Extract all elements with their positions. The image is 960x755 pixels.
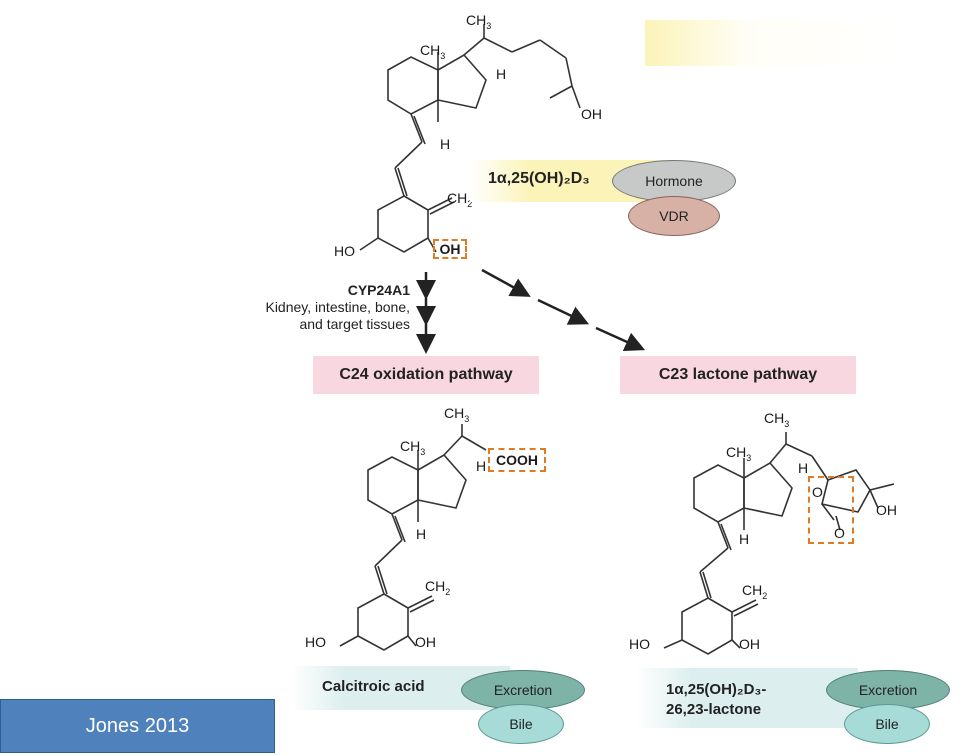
right-oh-right: OH — [739, 636, 760, 652]
parent-ch3-ring: CH3 — [420, 42, 446, 61]
left-h-ring: H — [476, 458, 487, 474]
right-bile-label: Bile — [875, 716, 899, 732]
parent-ch3-side: CH3 — [466, 12, 492, 31]
left-ch3-ring: CH3 — [400, 438, 426, 457]
parent-oh-terminal: OH — [581, 106, 602, 122]
parent-ch2: CH2 — [447, 190, 473, 209]
parent-h-ring: H — [496, 66, 507, 82]
left-cooh-label: COOH — [496, 452, 538, 468]
left-cooh-highlight: COOH — [488, 448, 546, 472]
vdr-ellipse: VDR — [628, 196, 720, 236]
enzyme-block: CYP24A1 Kidney, intestine, bone, and tar… — [205, 282, 410, 333]
right-fate-band — [636, 668, 858, 728]
right-bile-ellipse: Bile — [844, 704, 930, 744]
hormone-ellipse: Hormone — [612, 160, 736, 202]
right-excretion-label: Excretion — [858, 682, 918, 698]
right-o-carbonyl: O — [834, 525, 845, 541]
enzyme-name: CYP24A1 — [347, 282, 410, 298]
left-ho-left: HO — [305, 634, 326, 650]
hormone-label: Hormone — [645, 173, 703, 189]
right-ch3-side: CH3 — [764, 410, 790, 429]
right-product-name-2: 26,23-lactone — [666, 701, 762, 718]
pathway-left: C24 oxidation pathway — [313, 356, 539, 394]
vdr-label: VDR — [659, 208, 689, 224]
right-ch2: CH2 — [742, 582, 768, 601]
right-oh: OH — [876, 502, 897, 518]
parent-ho-left: HO — [334, 243, 355, 259]
pathway-right: C23 lactone pathway — [620, 356, 856, 394]
enzyme-tissues-1: Kidney, intestine, bone, — [265, 299, 410, 315]
right-lactone-highlight — [808, 476, 854, 544]
left-excretion-label: Excretion — [493, 682, 553, 698]
right-product-name-1: 1α,25(OH)₂D₃- — [666, 681, 767, 698]
right-ch3-ring: CH3 — [726, 444, 752, 463]
left-ch2: CH2 — [425, 578, 451, 597]
left-bile-label: Bile — [509, 716, 533, 732]
left-ch3-side: CH3 — [444, 405, 470, 424]
right-o-ring: O — [812, 484, 823, 500]
parent-h-bottom: H — [440, 136, 451, 152]
enzyme-tissues-2: and target tissues — [299, 316, 410, 332]
parent-oh-label: OH — [439, 241, 461, 257]
right-ho-left: HO — [629, 636, 650, 652]
hormone-name: 1α,25(OH)₂D₃ — [488, 170, 590, 187]
top-right-band — [645, 20, 900, 66]
citation-box: Jones 2013 — [0, 699, 275, 753]
right-h-ring: H — [798, 460, 809, 476]
right-product-name: 1α,25(OH)₂D₃- 26,23-lactone — [666, 680, 766, 720]
left-h-bottom: H — [416, 526, 427, 542]
right-h-bottom: H — [739, 531, 750, 547]
parent-oh-highlight: OH — [433, 239, 467, 259]
left-bile-ellipse: Bile — [478, 704, 564, 744]
left-oh-right: OH — [415, 634, 436, 650]
left-product-name: Calcitroic acid — [322, 678, 425, 695]
